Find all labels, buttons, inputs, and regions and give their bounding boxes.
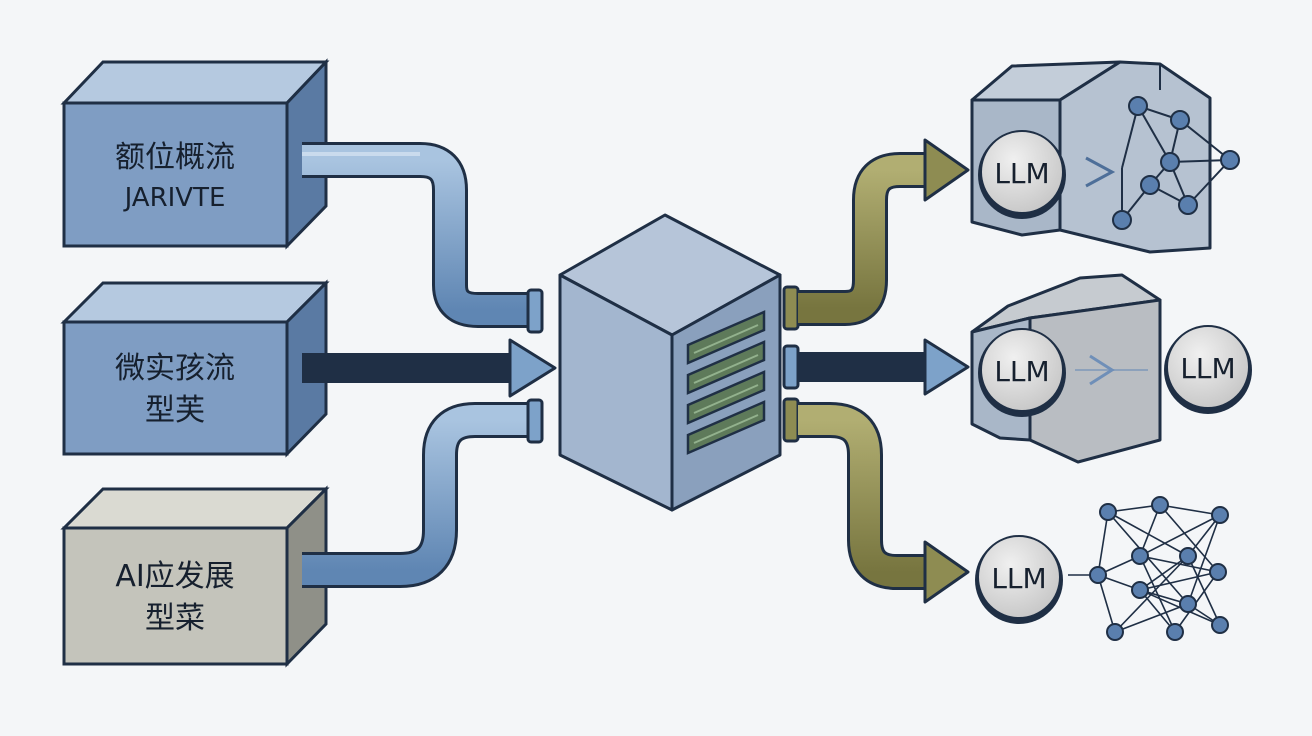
output-pipe-1: [782, 138, 970, 331]
router-server: [558, 213, 782, 512]
source-box-3: AI应发展 型菜: [60, 485, 330, 668]
llm-label-3: LLM: [991, 562, 1046, 595]
source-1-line-1: 额位概流: [115, 140, 235, 175]
llm-label-1: LLM: [994, 157, 1049, 190]
llm-label-2b: LLM: [1180, 352, 1235, 385]
source-3-line-2: 型菜: [145, 601, 205, 636]
source-box-2: 微实孩流 型芙: [60, 279, 330, 458]
router-vents: [686, 310, 766, 455]
output-3-neural-network: LLM: [975, 496, 1229, 641]
input-pipe-2: [302, 338, 557, 398]
output-1-network-cube: LLM: [970, 60, 1240, 254]
llm-node-2b: LLM: [1164, 325, 1252, 414]
source-1-line-2: JARIVTE: [123, 183, 226, 213]
source-box-1: 额位概流 JARIVTE: [60, 58, 330, 250]
input-pipe-3: [302, 398, 544, 588]
llm-node-2a: LLM: [978, 328, 1066, 417]
llm-label-2a: LLM: [994, 355, 1049, 388]
source-2-line-1: 微实孩流: [115, 351, 235, 386]
neural-network-icon: [1068, 504, 1221, 633]
output-pipe-3: [782, 397, 970, 604]
llm-node-3: LLM: [975, 535, 1063, 624]
llm-node-1: LLM: [978, 130, 1066, 219]
source-2-line-2: 型芙: [145, 393, 205, 428]
output-2-llm-chain-cube: LLM LLM: [970, 273, 1252, 464]
output-pipe-2: [782, 338, 970, 396]
input-pipe-1: [302, 142, 544, 334]
source-3-line-1: AI应发展: [115, 559, 234, 594]
